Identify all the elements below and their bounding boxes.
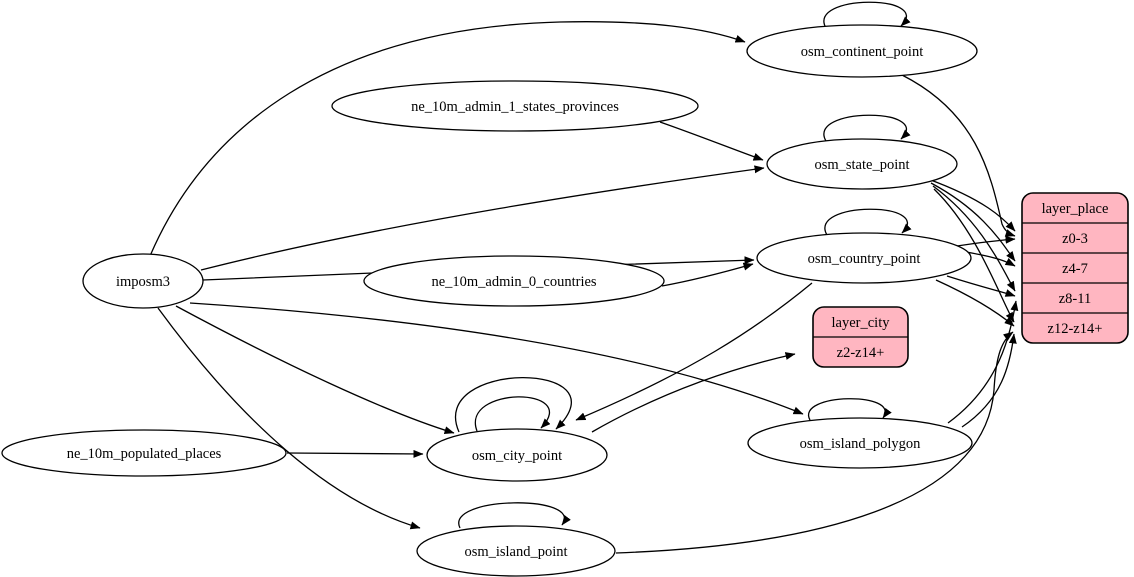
edge-osm_city_point-to-layer_city-z2-z14+ xyxy=(591,352,796,433)
osm_island_polygon-label: osm_island_polygon xyxy=(800,436,922,452)
edge-osm_island_polygon-to-layer_place-z12-z14+ xyxy=(961,333,1017,428)
node-ne_10m_admin_0_countries: ne_10m_admin_0_countries xyxy=(363,255,665,307)
edge-osm_state_point-to-layer_place-z4-7 xyxy=(930,182,1016,262)
edge-osm_continent_point-to-layer_place-z0-3 xyxy=(901,74,1016,237)
imposm3-label: imposm3 xyxy=(116,274,170,290)
edge-osm_country_point-to-osm_city_point xyxy=(575,282,813,421)
node-ne_10m_populated_places: ne_10m_populated_places xyxy=(1,429,287,477)
node-imposm3: imposm3 xyxy=(82,253,204,309)
edge-osm_state_point-to-layer_place-z8-11 xyxy=(932,185,1016,292)
node-osm_continent_point: osm_continent_point xyxy=(746,24,978,78)
edge-osm_state_point-to-osm_state_point xyxy=(823,114,911,142)
edge-ne_10m_populated_places-to-osm_city_point xyxy=(286,449,424,458)
imposm3-ellipse xyxy=(82,253,204,309)
layer_place-row-z12-z14+: z12-z14+ xyxy=(1048,321,1103,337)
edge-osm_city_point-to-osm_city_point xyxy=(455,376,572,433)
node-ne_10m_admin_1_states_provinces: ne_10m_admin_1_states_provinces xyxy=(331,80,699,132)
edge-osm_city_point-to-osm_city_point xyxy=(474,396,551,432)
node-osm_country_point: osm_country_point xyxy=(756,232,972,284)
layer_place-title: layer_place xyxy=(1042,201,1109,217)
edge-osm_island_polygon-to-osm_island_polygon xyxy=(807,398,892,421)
node-layer_city: layer_city z2-z14+ xyxy=(812,306,909,368)
osm_continent_point-ellipse xyxy=(746,24,978,78)
ne_10m_populated_places-label: ne_10m_populated_places xyxy=(67,446,222,462)
node-layer_place: layer_place z0-3 z4-7 z8-11 z12-z14+ xyxy=(1021,192,1129,344)
ne_10m_admin_0_countries-ellipse xyxy=(363,255,665,307)
ne_10m_admin_1_states_provinces-ellipse xyxy=(331,80,699,132)
ne_10m_admin_0_countries-label: ne_10m_admin_0_countries xyxy=(431,274,596,290)
edge-osm_country_point-to-layer_place-z0-3 xyxy=(956,235,1016,247)
layer_city-row-z2-z14+: z2-z14+ xyxy=(837,345,885,361)
edge-ne_10m_admin_1_states_provinces-to-osm_state_point xyxy=(659,121,764,161)
node-osm_island_point: osm_island_point xyxy=(416,525,616,577)
edge-osm_country_point-to-layer_place-z4-7 xyxy=(965,251,1016,267)
edges-layer xyxy=(149,1,1019,554)
edge-imposm3-to-osm_state_point xyxy=(200,165,765,271)
osm_continent_point-label: osm_continent_point xyxy=(801,44,923,60)
osm_island_polygon-ellipse xyxy=(747,417,973,469)
osm_city_point-label: osm_city_point xyxy=(472,448,562,464)
layer_place-row-z8-11: z8-11 xyxy=(1059,291,1091,307)
edge-osm_state_point-to-layer_place-z12-z14+ xyxy=(933,188,1015,323)
osm_state_point-ellipse xyxy=(766,138,958,190)
osm_island_point-label: osm_island_point xyxy=(464,544,567,560)
edge-imposm3-to-osm_island_polygon xyxy=(189,302,804,415)
layer_city-title: layer_city xyxy=(832,315,891,331)
edge-osm_continent_point-to-osm_continent_point xyxy=(823,1,911,29)
ne_10m_admin_1_states_provinces-label: ne_10m_admin_1_states_provinces xyxy=(411,99,619,115)
osm_country_point-ellipse xyxy=(756,232,972,284)
edge-osm_island_point-to-osm_island_point xyxy=(458,502,571,529)
node-osm_city_point: osm_city_point xyxy=(426,428,608,482)
layer_place-box xyxy=(1021,192,1129,344)
edge-osm_country_point-to-layer_place-z12-z14+ xyxy=(935,279,1015,327)
edge-osm_island_point-to-layer_place-z12-z14+ xyxy=(615,331,1014,554)
layer_place-row-z0-3: z0-3 xyxy=(1062,231,1088,247)
edge-ne_10m_admin_0_countries-to-osm_country_point xyxy=(661,262,754,287)
edge-imposm3-to-osm_island_point xyxy=(157,307,421,530)
osm_country_point-label: osm_country_point xyxy=(808,251,921,267)
ne_10m_populated_places-ellipse xyxy=(1,429,287,477)
edge-osm_island_polygon-to-layer_place-z8-11 xyxy=(947,300,1019,424)
osm_city_point-ellipse xyxy=(426,428,608,482)
edge-osm_country_point-to-layer_place-z8-11 xyxy=(946,275,1016,297)
osm_island_point-ellipse xyxy=(416,525,616,577)
edge-osm_state_point-to-layer_place-z0-3 xyxy=(927,178,1016,232)
nodes-layer: imposm3 ne_10m_admin_1_states_provincesne… xyxy=(1,24,1129,577)
osm_state_point-label: osm_state_point xyxy=(814,157,909,173)
node-osm_state_point: osm_state_point xyxy=(766,138,958,190)
edge-imposm3-to-osm_continent_point xyxy=(149,21,746,257)
edge-imposm3-to-osm_city_point xyxy=(175,305,455,435)
layer_place-row-z4-7: z4-7 xyxy=(1062,261,1088,277)
node-osm_island_polygon: osm_island_polygon xyxy=(747,417,973,469)
edge-osm_country_point-to-osm_country_point xyxy=(824,208,912,236)
